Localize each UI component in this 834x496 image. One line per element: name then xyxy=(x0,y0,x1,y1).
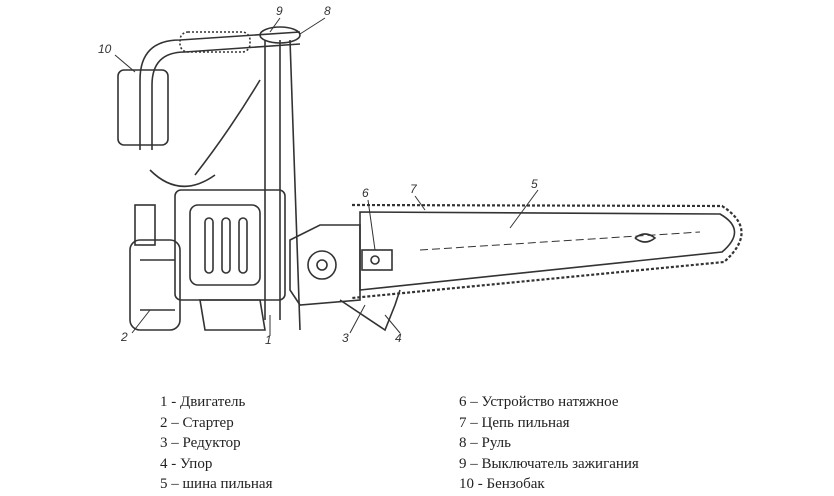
legend-item: 4 - Упор xyxy=(160,455,213,472)
legend-left: 1 - Двигатель 2 – Стартер 3 – Редуктор 4… xyxy=(160,392,272,495)
callout-8: 8 xyxy=(324,4,331,18)
legend-item: 2 – Стартер xyxy=(160,414,234,431)
handle xyxy=(139,26,301,331)
starter xyxy=(129,204,181,331)
callout-4: 4 xyxy=(395,331,402,345)
callout-2: 2 xyxy=(121,330,128,344)
legend-right: 6 – Устройство натяжное 7 – Цепь пильная… xyxy=(459,392,639,495)
guide-bar xyxy=(351,203,743,300)
gearbox xyxy=(289,224,401,332)
legend-item: 1 - Двигатель xyxy=(160,394,246,410)
callout-9: 9 xyxy=(276,4,283,18)
legend-item: 7 – Цепь пильная xyxy=(459,414,570,431)
legend-item: 3 – Редуктор xyxy=(160,435,241,451)
callout-6: 6 xyxy=(362,186,369,200)
callout-5: 5 xyxy=(531,177,538,191)
legend-item: 5 – шина пильная xyxy=(160,476,273,492)
legend-item: 6 – Устройство натяжное xyxy=(459,394,619,410)
engine xyxy=(174,189,286,331)
chainsaw-drawing xyxy=(114,17,743,336)
fuel-tank xyxy=(117,69,169,146)
legend-item: 9 – Выключатель зажигания xyxy=(459,455,639,472)
callout-1: 1 xyxy=(265,333,272,347)
legend-item: 8 – Руль xyxy=(459,435,512,451)
legend-item: 10 - Бензобак xyxy=(459,476,545,492)
callout-7: 7 xyxy=(410,182,417,196)
callout-10: 10 xyxy=(98,42,112,56)
callout-3: 3 xyxy=(342,331,349,345)
leader-lines xyxy=(114,17,539,336)
